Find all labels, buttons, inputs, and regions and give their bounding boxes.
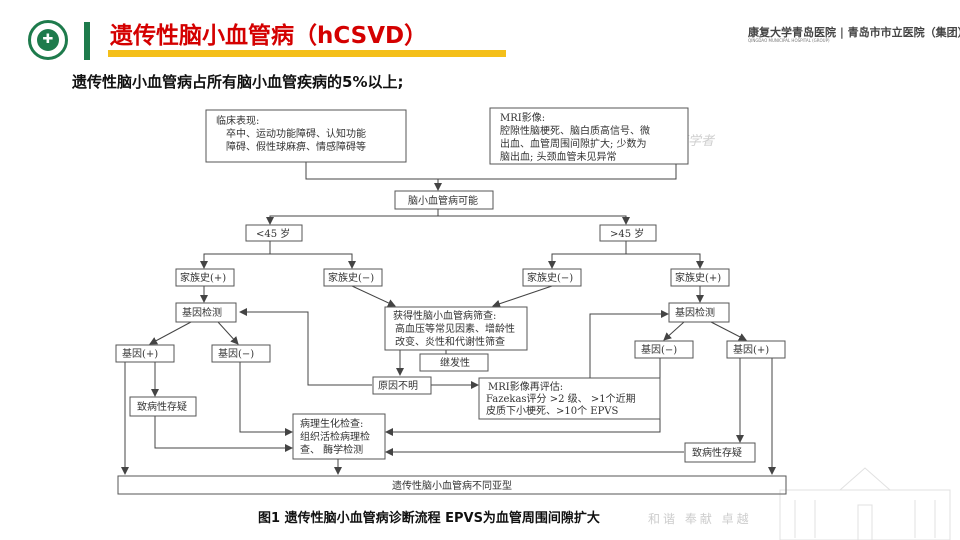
figure-caption: 图1 遗传性脑小血管病诊断流程 EPVS为血管周围间隙扩大 xyxy=(258,511,600,526)
gene-test-right: 基因检测 xyxy=(675,306,715,319)
acquired-line-2: 改变、炎性和代谢性筛查 xyxy=(395,335,505,348)
acquired-line-1: 高血压等常见因素、增龄性 xyxy=(395,322,515,335)
cause-unknown: 原因不明 xyxy=(378,380,418,392)
gene-positive-right: 基因(+) xyxy=(733,343,769,356)
pathogenicity-uncertain-right: 致病性存疑 xyxy=(692,446,742,459)
family-history-pos-left: 家族史(+) xyxy=(180,271,226,284)
mri-re-line-2: 皮质下小梗死、>10个 EPVS xyxy=(486,404,619,417)
secondary: 继发性 xyxy=(440,356,470,369)
hospital-name-en: QINGDAO MUNICIPAL HOSPITAL (GROUP) xyxy=(748,38,830,43)
patho-line-2: 查、 酶学检测 xyxy=(300,443,363,456)
acquired-screening-box: 获得性脑小血管病筛查: 高血压等常见因素、增龄性 改变、炎性和代谢性筛查 xyxy=(384,306,528,351)
mri-reassessment-box: MRI影像再评估: Fazekas评分 >2 级、 >1个近期 皮质下小梗死、>… xyxy=(478,377,661,420)
family-history-neg-left: 家族史(−) xyxy=(328,271,374,284)
slide-title: 遗传性脑小血管病（hCSVD） xyxy=(110,23,428,49)
mri-line-2: 出血、血管周围间隙扩大; 少数为 xyxy=(500,137,647,150)
mri-re-line-1: Fazekas评分 >2 级、 >1个近期 xyxy=(486,392,636,405)
building-watermark-icon xyxy=(779,467,951,540)
logo-cross-icon: ✚ xyxy=(37,29,59,51)
gene-test-left: 基因检测 xyxy=(182,306,222,319)
age-under-45: <45 岁 xyxy=(256,227,290,240)
hospital-logo: ✚ xyxy=(28,20,68,60)
clinical-line-1: 卒中、运动功能障碍、认知功能 xyxy=(226,127,366,140)
pathogenicity-uncertain-left: 致病性存疑 xyxy=(137,400,187,413)
acquired-title: 获得性脑小血管病筛查: xyxy=(393,309,496,322)
clinical-line-2: 障碍、假性球麻痹、情感障碍等 xyxy=(226,140,366,153)
flowchart-connectors xyxy=(121,162,776,475)
mri-line-1: 腔隙性脑梗死、脑白质高信号、微 xyxy=(500,124,650,137)
clinical-title: 临床表现: xyxy=(216,114,259,127)
slide-subtitle: 遗传性脑小血管病占所有脑小血管疾病的5%以上; xyxy=(72,73,404,91)
mri-box: MRI影像: 腔隙性脑梗死、脑白质高信号、微 出血、血管周围间隙扩大; 少数为 … xyxy=(489,107,689,165)
mri-title: MRI影像: xyxy=(500,112,545,124)
gene-negative-left: 基因(−) xyxy=(218,347,254,360)
patho-line-1: 组织活检病理检 xyxy=(300,430,370,443)
gene-positive-left: 基因(+) xyxy=(122,347,158,360)
hcsvd-subtypes: 遗传性脑小血管病不同亚型 xyxy=(392,479,512,492)
hospital-name: 康复大学青岛医院 | 青岛市市立医院（集团） xyxy=(748,26,960,39)
family-history-pos-right: 家族史(+) xyxy=(675,271,721,284)
watermark-bottom: 和谐 奉献 卓越 xyxy=(648,512,752,526)
title-underline xyxy=(108,50,506,57)
mri-line-3: 脑出血; 头颈血管未见异常 xyxy=(500,150,617,163)
clinical-box: 临床表现: 卒中、运动功能障碍、认知功能 障碍、假性球麻痹、情感障碍等 xyxy=(205,109,407,163)
family-history-neg-right: 家族史(−) xyxy=(527,271,573,284)
gene-negative-right: 基因(−) xyxy=(641,343,677,356)
title-accent-bar xyxy=(84,22,90,60)
age-over-45: >45 岁 xyxy=(610,227,644,240)
pathology-box: 病理生化检查: 组织活检病理检 查、 酶学检测 xyxy=(292,413,386,460)
mri-re-title: MRI影像再评估: xyxy=(488,380,563,393)
possible-csvd: 脑小血管病可能 xyxy=(408,194,478,207)
patho-title: 病理生化检查: xyxy=(300,417,363,430)
